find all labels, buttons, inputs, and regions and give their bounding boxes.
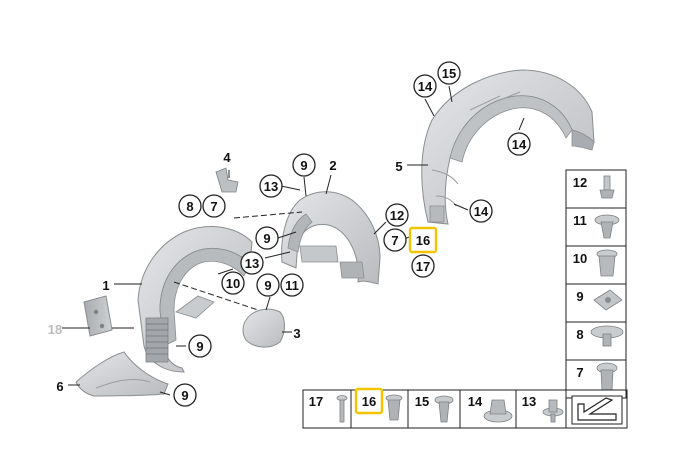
- arrow-corner-icon: [571, 395, 623, 425]
- fastener-12-icon: [599, 175, 615, 199]
- fastener-7-icon: [596, 362, 618, 391]
- callout-label: 9: [181, 388, 188, 403]
- callout-13: 13: [259, 174, 283, 198]
- fastener-panel-bottom: 17 16 15 14 13: [302, 387, 628, 429]
- fastener-label: 15: [415, 394, 429, 409]
- callout-label: 14: [512, 137, 527, 152]
- fastener-11-icon: [594, 214, 620, 239]
- callout-14: 14: [413, 74, 437, 98]
- callout-label: 13: [264, 179, 278, 194]
- callout-label: 7: [210, 199, 217, 214]
- leader-lines: [62, 85, 525, 396]
- callout-4: 4: [223, 150, 231, 165]
- fastener-label: 17: [309, 394, 323, 409]
- callout-3: 3: [293, 326, 300, 341]
- callout-16: 16: [408, 226, 438, 254]
- bracket-plate-18: [83, 295, 113, 337]
- callout-label: 9: [263, 231, 270, 246]
- fastener-13-icon: [542, 399, 564, 423]
- callout-label: 7: [391, 233, 398, 248]
- callout-9: 9: [173, 383, 197, 407]
- callout-10: 10: [221, 271, 245, 295]
- cover-6: [75, 351, 169, 397]
- callout-layer: 15 14 14 5 14 12 7 16 17 4 8 7 9 2 13 9 13 10 9 11 3 1 18 9 6 9: [48, 61, 531, 407]
- fastener-15-icon: [434, 395, 454, 423]
- callout-label: 2: [329, 158, 336, 173]
- callout-5: 5: [395, 159, 402, 174]
- callout-7: 7: [383, 228, 407, 252]
- cap-3: [242, 308, 285, 348]
- fastener-label: 12: [573, 175, 587, 190]
- callout-12: 12: [385, 203, 409, 227]
- callout-9: 9: [256, 273, 280, 297]
- fastener-label: 7: [576, 365, 583, 380]
- callout-8: 8: [178, 194, 202, 218]
- callout-1: 1: [102, 278, 109, 293]
- callout-label: 14: [474, 204, 489, 219]
- callout-label: 18: [48, 322, 62, 337]
- callout-label: 4: [223, 150, 231, 165]
- fastener-label: 13: [522, 394, 536, 409]
- callout-label: 9: [264, 278, 271, 293]
- fastener-16-icon: [385, 394, 403, 421]
- callout-9: 9: [188, 334, 212, 358]
- callout-label: 6: [56, 379, 63, 394]
- fastener-17-icon: [336, 395, 348, 423]
- callout-label: 16: [416, 233, 430, 248]
- callout-label: 12: [390, 208, 404, 223]
- callout-17: 17: [411, 254, 435, 278]
- callout-label: 9: [196, 339, 203, 354]
- callout-9: 9: [292, 153, 316, 177]
- fastener-label: 8: [576, 327, 583, 342]
- wheel-arch-liner-2: [281, 191, 381, 285]
- callout-label: 15: [442, 66, 456, 81]
- fastener-label: 11: [573, 213, 587, 228]
- callout-label: 9: [300, 158, 307, 173]
- fastener-14-icon: [483, 399, 513, 423]
- callout-label: 1: [102, 278, 109, 293]
- fastener-10-icon: [596, 249, 618, 277]
- callout-label: 5: [395, 159, 402, 174]
- callout-label: 8: [186, 199, 193, 214]
- callout-label: 13: [245, 256, 259, 271]
- callout-label: 14: [418, 79, 433, 94]
- wheel-arch-liner-1: [137, 226, 253, 373]
- callout-18: 18: [48, 322, 62, 337]
- callout-13: 13: [240, 251, 264, 275]
- fastener-label: 9: [576, 289, 583, 304]
- callout-2: 2: [329, 158, 336, 173]
- callout-7: 7: [202, 194, 226, 218]
- fastener-8-icon: [590, 325, 624, 347]
- callout-label: 10: [226, 276, 240, 291]
- fastener-panel-side: 12 11 10 9 8 7: [565, 169, 627, 399]
- callout-11: 11: [280, 273, 304, 297]
- callout-14: 14: [469, 199, 493, 223]
- wheel-arch-liner-5: [421, 69, 595, 225]
- callout-label: 17: [416, 259, 430, 274]
- clip-4: [215, 167, 239, 193]
- callout-9: 9: [255, 226, 279, 250]
- callout-14: 14: [507, 132, 531, 156]
- callout-label: 11: [285, 278, 299, 293]
- fastener-9-icon: [593, 289, 623, 311]
- fastener-label: 14: [468, 394, 483, 409]
- fastener-label: 10: [573, 251, 587, 266]
- callout-15: 15: [437, 61, 461, 85]
- fastener-label: 16: [362, 394, 376, 409]
- vent-grille: [145, 317, 169, 363]
- callout-6: 6: [56, 379, 63, 394]
- callout-label: 3: [293, 326, 300, 341]
